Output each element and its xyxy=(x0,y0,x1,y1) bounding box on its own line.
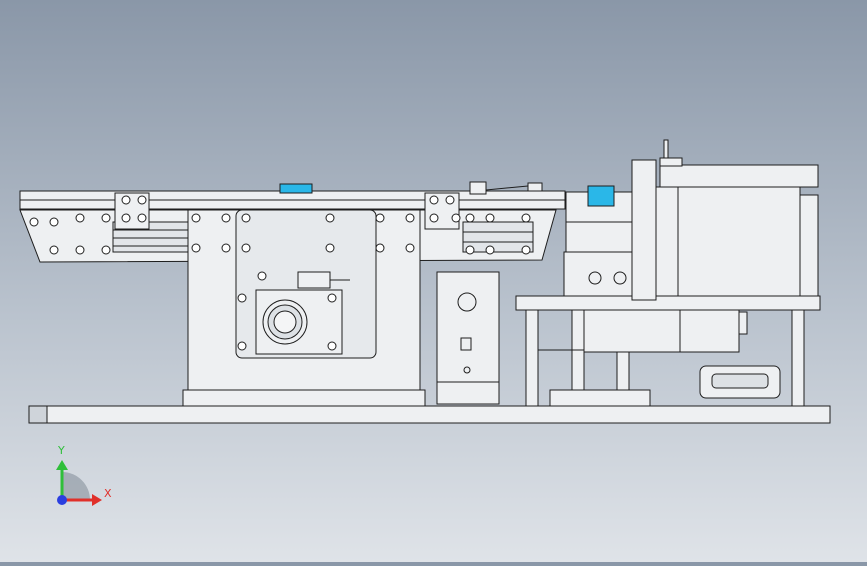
machine-table[interactable] xyxy=(515,295,821,407)
handle-bracket[interactable] xyxy=(699,365,781,399)
drive-motor[interactable] xyxy=(583,309,748,353)
rotary-unit[interactable] xyxy=(563,185,641,297)
y-axis-label: Y xyxy=(57,444,65,457)
support-stand[interactable] xyxy=(182,209,426,407)
motor-face[interactable] xyxy=(255,271,350,355)
control-box[interactable] xyxy=(436,271,500,405)
x-axis-label: X xyxy=(104,487,112,500)
z-axis-dot xyxy=(57,495,67,505)
bolt-heads xyxy=(29,195,531,351)
axis-triad: Y X xyxy=(56,444,112,506)
base-plate[interactable] xyxy=(28,405,831,424)
right-housing[interactable] xyxy=(631,139,819,301)
